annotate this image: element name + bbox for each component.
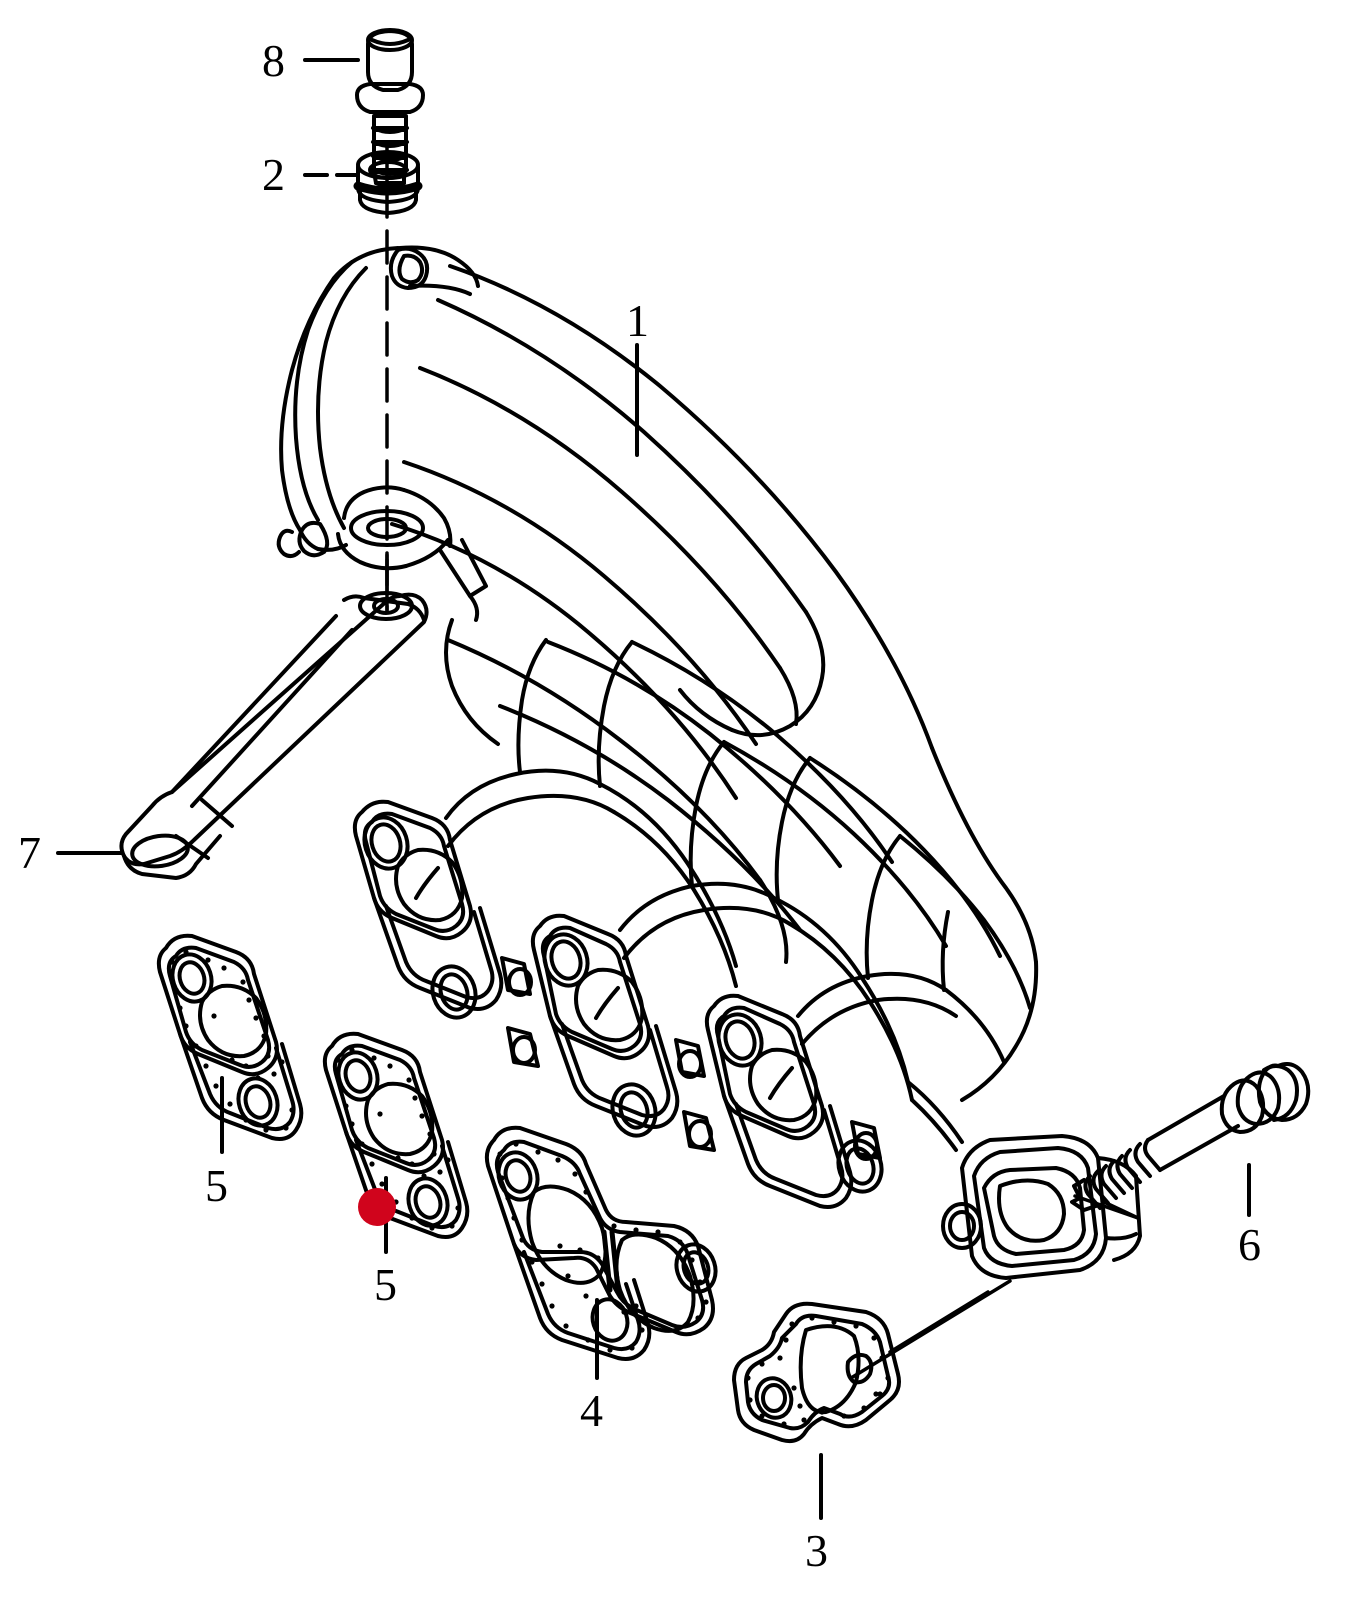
part-4-twin-port-gasket [484, 1125, 718, 1361]
callout-number-2: 2 [262, 149, 285, 200]
callout-number-6: 6 [1238, 1219, 1261, 1270]
gasket-3-pointer-b [888, 1290, 990, 1354]
callout-number-5-left: 5 [205, 1160, 228, 1211]
callout-number-5-right: 5 [374, 1259, 397, 1310]
selection-dot[interactable] [358, 1188, 396, 1226]
callout-number-7: 7 [18, 827, 41, 878]
part-7-support-bracket [119, 591, 429, 880]
gasket-3-texture [745, 1315, 891, 1427]
part-5b-single-port-gasket [322, 1031, 470, 1239]
gasket-3-pointer [849, 1279, 1012, 1380]
part-1-intake-manifold [276, 245, 1142, 1280]
part-5a-single-port-gasket [156, 933, 304, 1141]
part-3-outlet-flange-gasket [732, 1279, 1012, 1444]
part-6-stud-bolt [1070, 1062, 1311, 1220]
callout-number-1: 1 [626, 295, 649, 346]
callout-number-3: 3 [805, 1525, 828, 1576]
gasket-4-texture [497, 1141, 709, 1353]
gasket-5a-texture [169, 949, 295, 1133]
callout-number-4: 4 [580, 1385, 603, 1436]
callout-number-8: 8 [262, 35, 285, 86]
